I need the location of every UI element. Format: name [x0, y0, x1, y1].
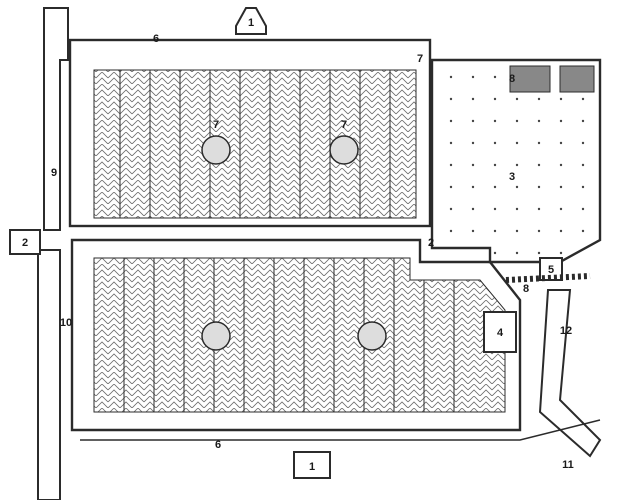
label-7-b: 7: [341, 119, 347, 131]
label-7-c: 7: [417, 53, 423, 65]
label-8-b: 8: [523, 283, 529, 295]
label-5: 5: [548, 264, 554, 276]
north-parking-lot: [68, 38, 432, 228]
label-1-top: 1: [248, 17, 254, 29]
south-parking-lot: [70, 238, 601, 441]
label-2-mid: 2: [428, 237, 434, 249]
label-9: 9: [51, 167, 57, 179]
label-4: 4: [497, 327, 504, 339]
tree-island-se: [357, 321, 387, 351]
entrance-top: [235, 7, 267, 35]
tree-island-sw: [201, 321, 231, 351]
label-11: 11: [562, 459, 574, 471]
label-10: 10: [60, 317, 72, 329]
label-2-left: 2: [22, 237, 28, 249]
tree-island-nw: [201, 135, 231, 165]
exit-ramp: [505, 273, 602, 458]
gate-left: [9, 229, 41, 255]
west-access-road: [37, 7, 69, 500]
label-8-a: 8: [509, 73, 515, 85]
label-12: 12: [560, 325, 572, 337]
entrance-bottom: [293, 451, 331, 479]
label-1-bottom: 1: [309, 461, 315, 473]
service-block: [483, 311, 517, 353]
label-7-a: 7: [213, 119, 219, 131]
label-6-top: 6: [153, 33, 159, 45]
tree-island-ne: [329, 135, 359, 165]
label-6-bottom: 6: [215, 439, 221, 451]
label-3: 3: [509, 171, 515, 183]
main-building: [430, 58, 602, 264]
